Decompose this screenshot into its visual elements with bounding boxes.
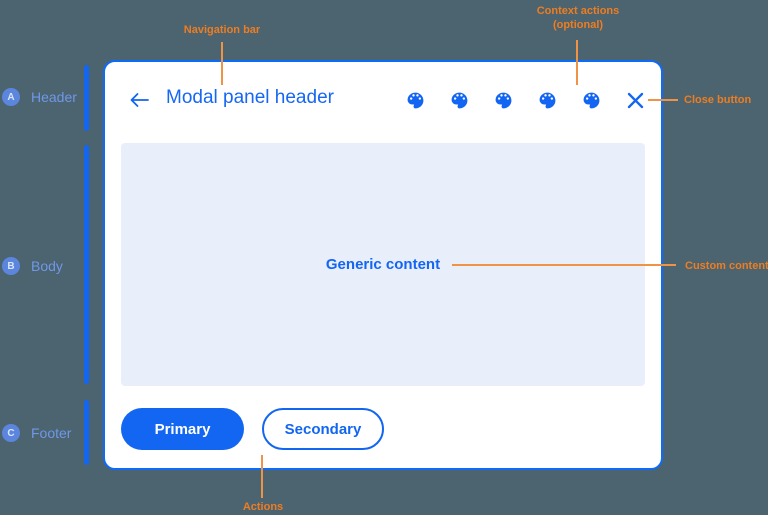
context-action-button[interactable] (537, 89, 557, 111)
badge-c: C (2, 424, 20, 442)
annotation-line-close-button (648, 99, 678, 101)
modal-footer: Primary Secondary (121, 408, 384, 450)
side-label-header-text: Header (31, 89, 77, 105)
context-action-button[interactable] (405, 89, 425, 111)
header-bracket-line (84, 65, 89, 131)
arrow-left-icon (130, 93, 149, 107)
annotation-line-context-actions (576, 40, 578, 85)
annotation-line-custom-content (452, 264, 676, 266)
annotation-close-button: Close button (684, 94, 752, 106)
side-label-body-text: Body (31, 258, 63, 274)
palette-icon (495, 92, 511, 108)
context-action-button[interactable] (449, 89, 469, 111)
annotation-line-navigation-bar (221, 42, 223, 85)
context-action-button[interactable] (581, 89, 601, 111)
palette-icon (539, 92, 555, 108)
side-label-footer-text: Footer (31, 425, 72, 441)
body-bracket-line (84, 145, 89, 384)
context-action-button[interactable] (493, 89, 513, 111)
close-icon (627, 92, 643, 108)
palette-icon (583, 92, 599, 108)
context-actions-group (405, 89, 601, 111)
primary-button[interactable]: Primary (121, 408, 244, 450)
annotation-line-actions (261, 455, 263, 498)
side-label-body: B Body (2, 257, 63, 275)
palette-icon (407, 92, 423, 108)
side-label-footer: C Footer (2, 424, 71, 442)
generic-content-text: Generic content (325, 256, 441, 273)
back-button[interactable] (127, 88, 151, 112)
palette-icon (451, 92, 467, 108)
annotation-custom-content: Custom content (685, 260, 768, 272)
footer-bracket-line (84, 400, 89, 465)
annotation-context-actions: Context actions (optional) (537, 4, 620, 32)
annotation-navigation-bar: Navigation bar (183, 24, 261, 36)
badge-a: A (2, 88, 20, 106)
close-button[interactable] (625, 89, 645, 111)
modal-title: Modal panel header (166, 87, 334, 108)
badge-b: B (2, 257, 20, 275)
annotation-context-actions-line1: Context actions (536, 5, 620, 17)
annotation-actions: Actions (242, 501, 284, 513)
side-label-header: A Header (2, 88, 77, 106)
annotation-context-actions-line2: (optional) (552, 19, 604, 31)
modal-navigation-bar: Modal panel header (105, 84, 661, 116)
secondary-button[interactable]: Secondary (262, 408, 384, 450)
